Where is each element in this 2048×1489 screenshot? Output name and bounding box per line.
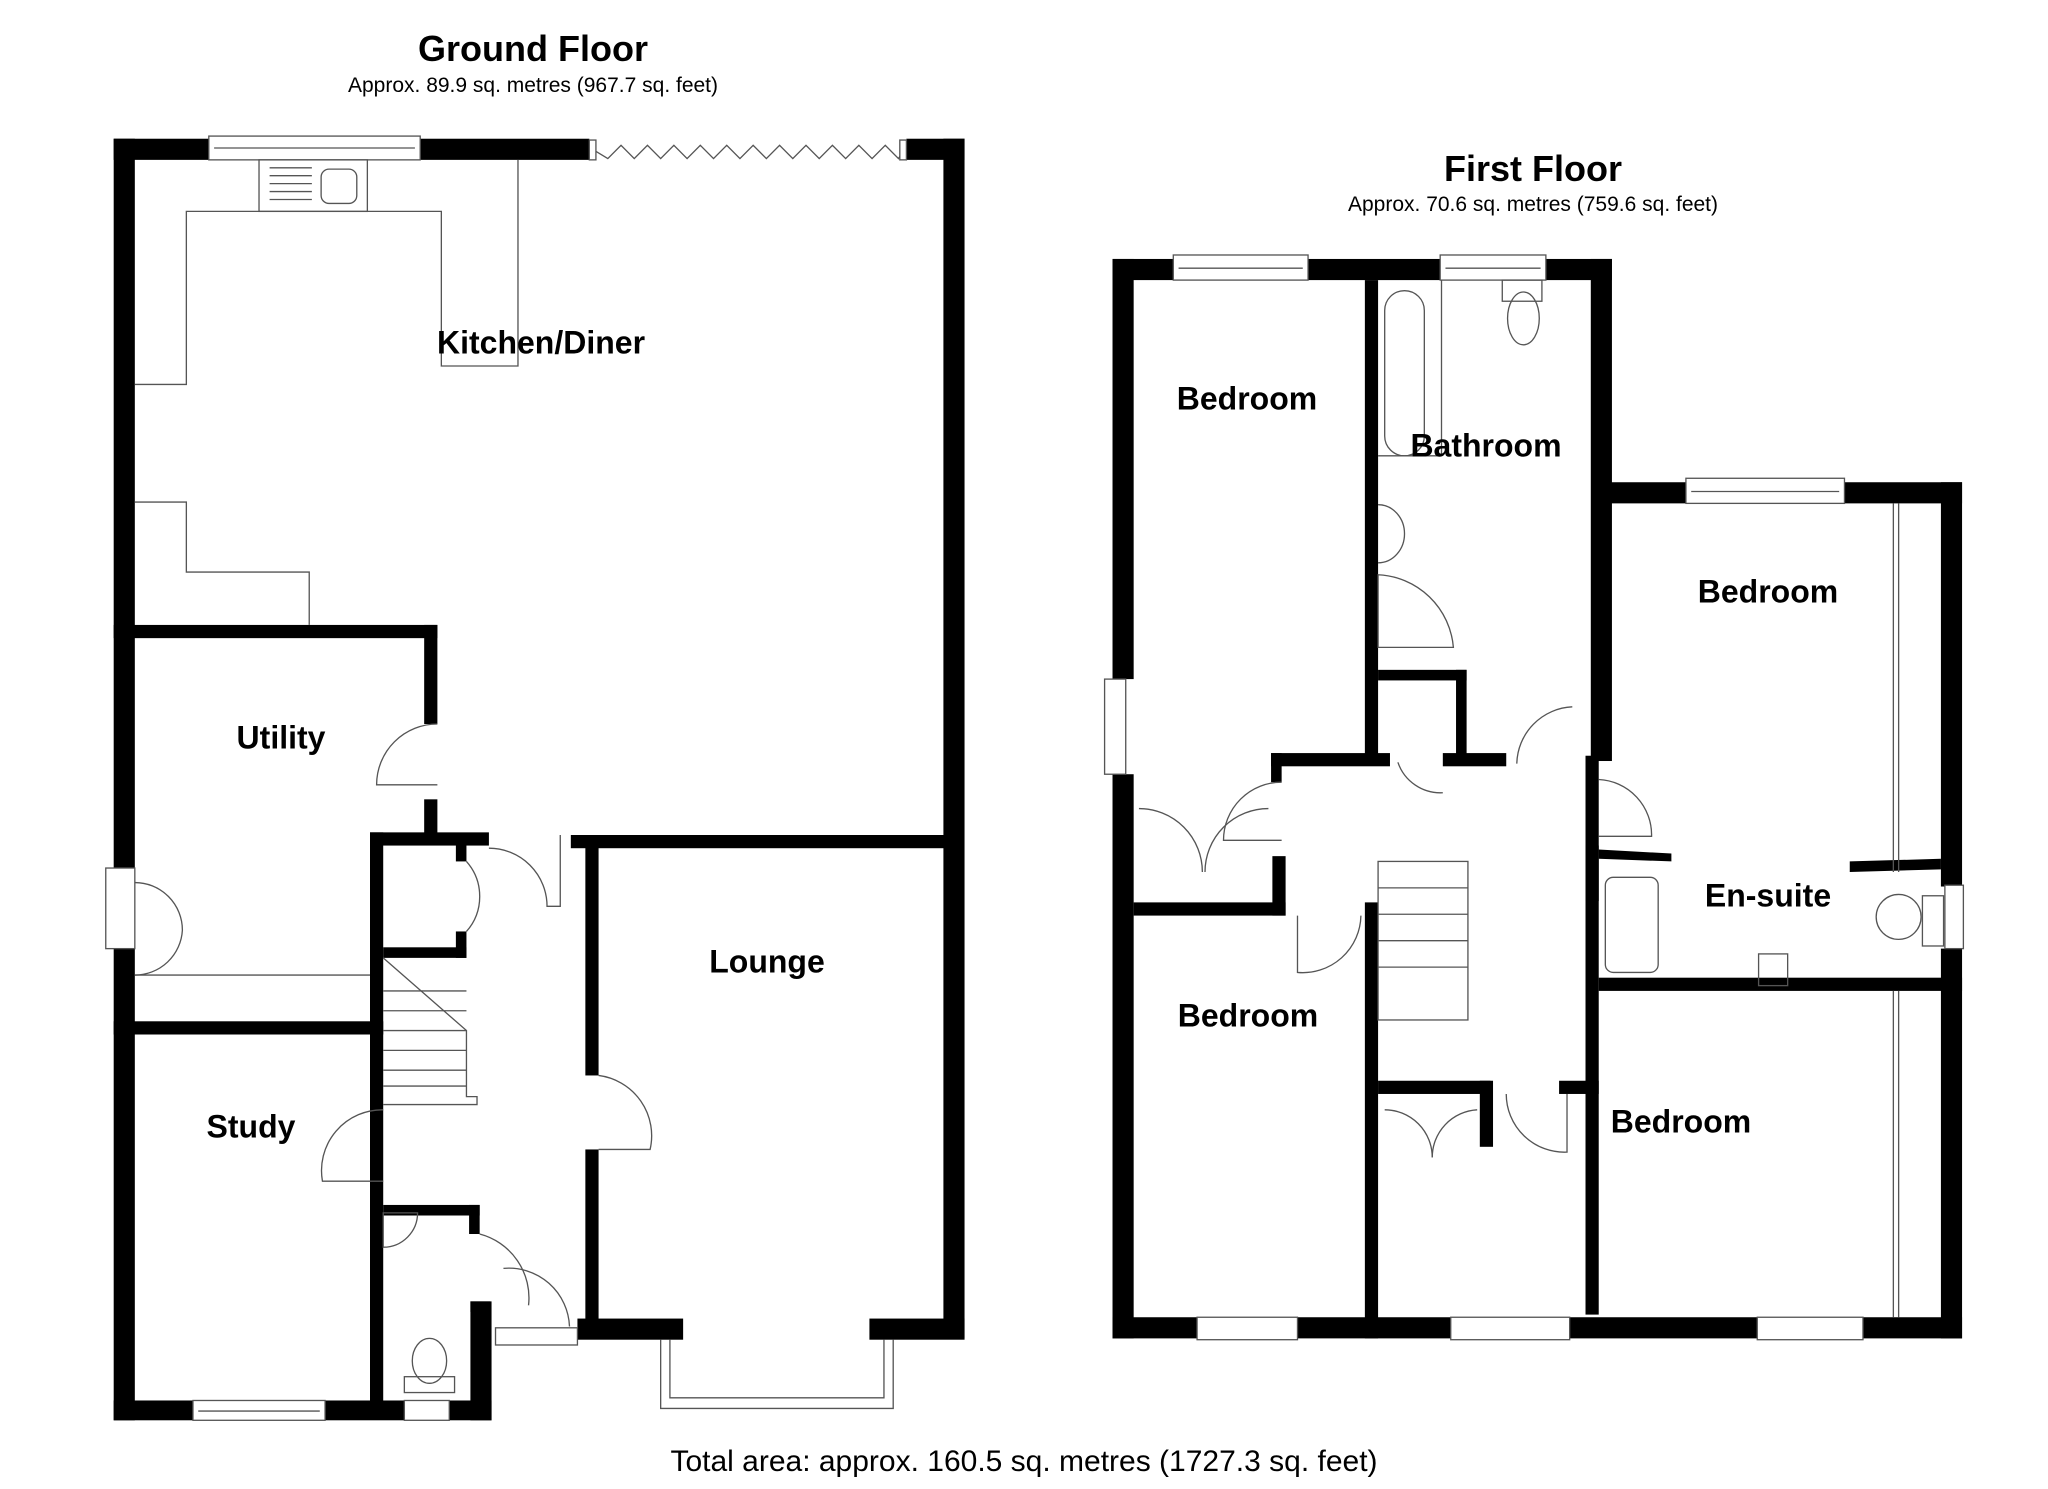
first-floor-walls — [1112, 258, 1963, 1339]
total-area: Total area: approx. 160.5 sq. metres (17… — [670, 1445, 1378, 1478]
room-label-bedroom-4: Bedroom — [1610, 1103, 1752, 1140]
room-label-kitchen-diner: Kitchen/Diner — [436, 324, 646, 361]
first-floor-area: Approx. 70.6 sq. metres (759.6 sq. feet) — [1347, 193, 1719, 216]
ground-floor-title: Ground Floor — [418, 28, 648, 69]
room-label-lounge: Lounge — [709, 943, 825, 980]
ground-floor-walls — [113, 138, 965, 1421]
first-floor-fixtures — [1103, 254, 1965, 1341]
room-label-ensuite: En-suite — [1704, 877, 1832, 914]
room-label-utility: Utility — [236, 719, 326, 756]
room-label-bathroom: Bathroom — [1410, 427, 1562, 464]
room-label-study: Study — [206, 1108, 296, 1145]
ground-floor-fixtures — [105, 135, 908, 1421]
room-label-bedroom-2: Bedroom — [1697, 573, 1839, 610]
ground-floor-area: Approx. 89.9 sq. metres (967.7 sq. feet) — [347, 74, 719, 97]
first-floor-title: First Floor — [1444, 148, 1622, 189]
room-label-bedroom-3: Bedroom — [1177, 997, 1319, 1034]
room-label-bedroom-1: Bedroom — [1176, 380, 1318, 417]
